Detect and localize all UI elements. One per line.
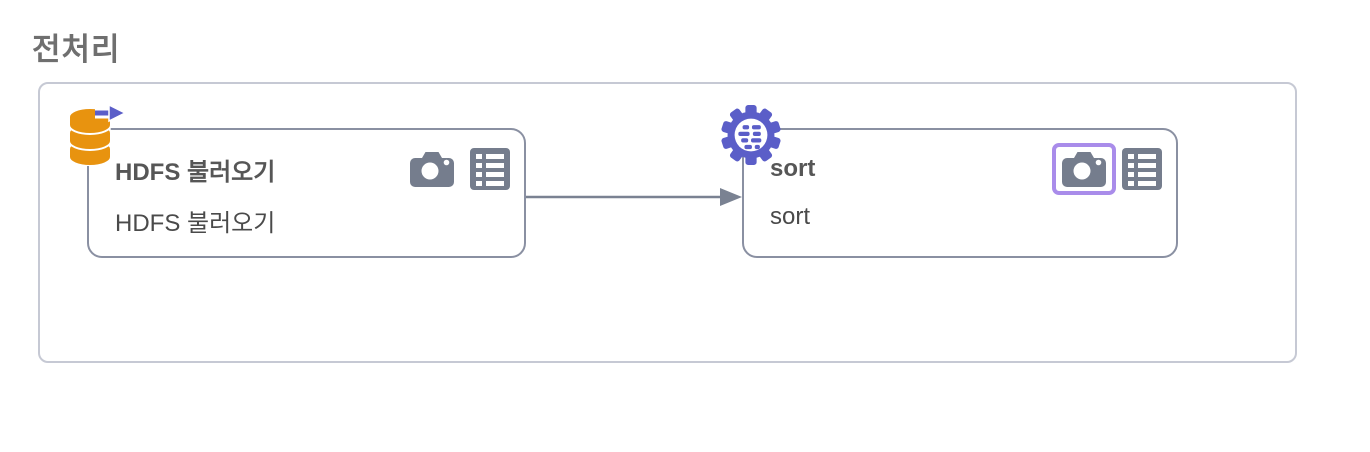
snapshot-camera-button-selected[interactable]	[1052, 143, 1116, 195]
camera-icon	[410, 152, 454, 187]
table-list-icon	[1122, 148, 1162, 190]
node-subtitle: sort	[770, 203, 811, 230]
table-list-icon	[470, 148, 510, 190]
edge-arrow	[526, 185, 742, 209]
node-title: HDFS 불러오기	[115, 158, 276, 186]
node-subtitle: HDFS 불러오기	[115, 210, 276, 237]
data-grid-button[interactable]	[1122, 148, 1162, 190]
snapshot-camera-button[interactable]	[400, 143, 464, 195]
node-sort[interactable]: sort	[721, 105, 1178, 258]
database-import-icon	[66, 104, 126, 166]
node-hdfs-load[interactable]: HDFS 불러오기	[68, 104, 526, 258]
node-title: sort	[770, 155, 816, 182]
gear-process-icon	[721, 104, 781, 166]
camera-icon	[1062, 152, 1106, 187]
data-grid-button[interactable]	[470, 148, 510, 190]
group-title: 전처리	[32, 32, 121, 67]
